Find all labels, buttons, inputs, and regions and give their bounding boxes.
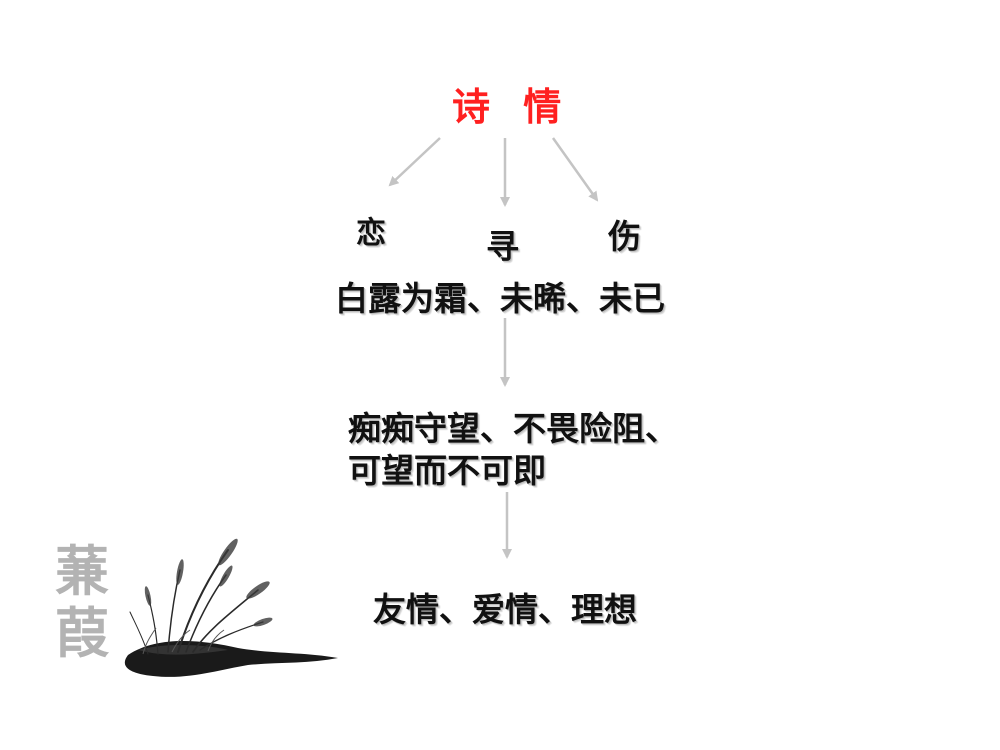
themes-line: 友情、爱情、理想 (373, 590, 637, 629)
branch-xun: 寻 (486, 227, 519, 266)
imagery-line: 白露为霜、未晞、未已 (335, 279, 665, 318)
branch-shang: 伤 (608, 217, 641, 256)
logo-char-2: 葭 (55, 601, 109, 665)
pursuit-line-2: 可望而不可即 (348, 451, 546, 490)
branch-lian: 恋 (356, 216, 386, 251)
pursuit-block: 痴痴守望、不畏险阻、 可望而不可即 (348, 408, 678, 492)
poem-title: 诗 情 (452, 85, 572, 129)
arrow-to-shang (551, 137, 599, 202)
arrow-to-lian (388, 137, 441, 187)
reed-ink-painting (124, 538, 338, 677)
logo-char-1: 蒹 (55, 539, 109, 603)
pursuit-line-1: 痴痴守望、不畏险阻、 (348, 409, 678, 448)
jianjia-logo: 蒹 葭 (52, 540, 112, 664)
